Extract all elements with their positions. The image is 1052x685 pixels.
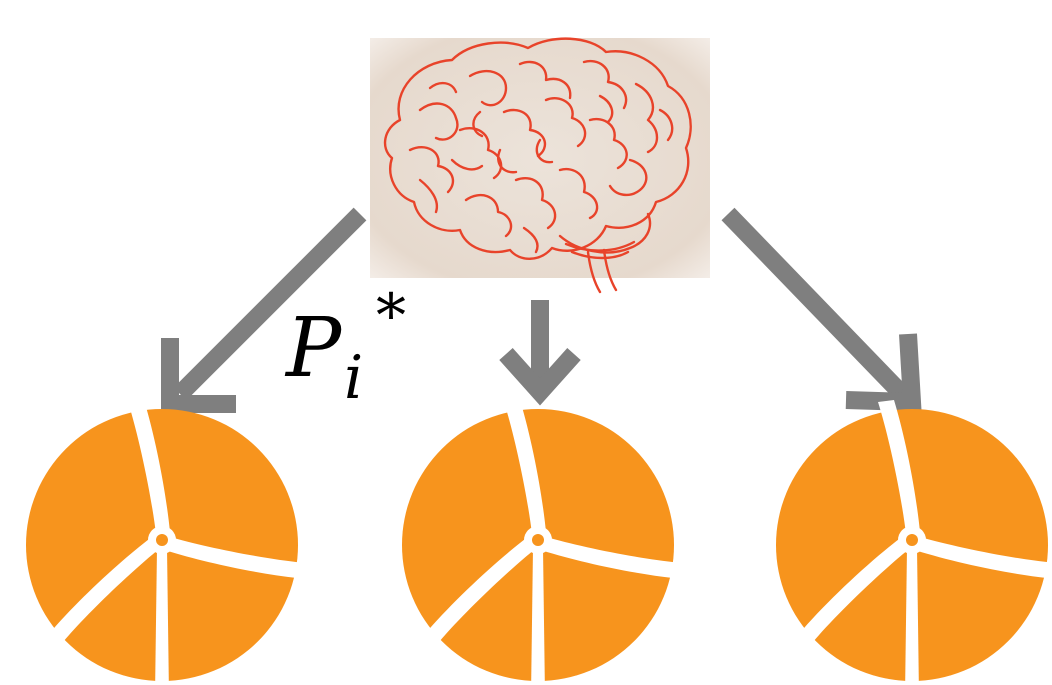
brain-icon bbox=[383, 37, 692, 294]
turbine-blade-2 bbox=[916, 536, 1052, 579]
turbine-1 bbox=[26, 400, 303, 685]
turbine-blade-1 bbox=[128, 400, 170, 534]
turbine-hub-center bbox=[906, 534, 918, 546]
arrow-center bbox=[499, 300, 581, 406]
turbine-hub-center bbox=[532, 534, 544, 546]
setpoint-label: P i * bbox=[284, 281, 406, 413]
turbine-2 bbox=[402, 400, 679, 685]
turbine-tower bbox=[905, 548, 919, 685]
turbine-group bbox=[26, 400, 1052, 685]
turbine-blade-1 bbox=[878, 400, 920, 534]
brain-controller bbox=[370, 37, 710, 294]
turbine-blade-3 bbox=[428, 537, 537, 642]
arrows bbox=[161, 207, 922, 413]
turbine-tower bbox=[155, 548, 169, 685]
wind-turbine-icon bbox=[802, 400, 1052, 685]
setpoint-subscript: i bbox=[344, 343, 363, 413]
setpoint-symbol: P bbox=[284, 301, 343, 396]
turbine-hub-center bbox=[156, 534, 168, 546]
turbine-3 bbox=[776, 400, 1052, 685]
arrow-right bbox=[721, 207, 922, 412]
wind-turbine-icon bbox=[428, 400, 679, 685]
turbine-blade-3 bbox=[52, 537, 161, 642]
turbine-blade-2 bbox=[542, 536, 679, 579]
wind-turbine-icon bbox=[52, 400, 303, 685]
turbine-tower bbox=[531, 548, 545, 685]
arrow-left bbox=[161, 207, 367, 413]
turbine-blade-2 bbox=[166, 536, 303, 579]
turbine-blade-1 bbox=[504, 400, 546, 534]
setpoint-superscript: * bbox=[376, 281, 406, 351]
turbine-blade-3 bbox=[802, 537, 911, 642]
